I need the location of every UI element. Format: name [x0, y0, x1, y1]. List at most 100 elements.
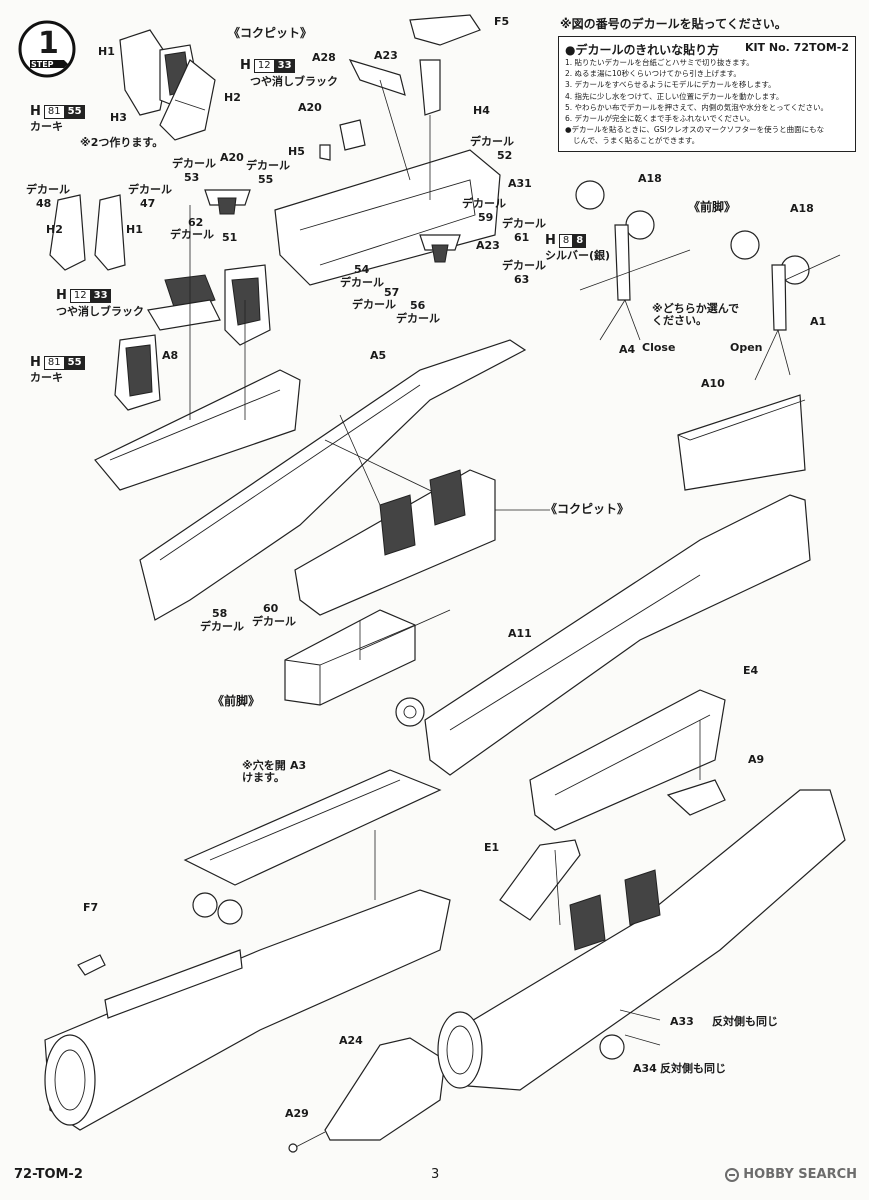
cockpit-assembled	[294, 469, 496, 616]
part-a9	[666, 779, 726, 816]
watermark-text: HOBBY SEARCH	[743, 1167, 857, 1182]
decal-number: 53	[184, 171, 200, 184]
step-label: STEP	[31, 60, 54, 69]
decal-step: 3. デカールをすべらせるようにモデルにデカールを移します。	[565, 80, 776, 90]
part-label: E1	[484, 841, 500, 854]
paint-callout-flat-black: H 12 33	[56, 288, 111, 303]
watermark: HOBBY SEARCH	[725, 1167, 857, 1182]
paint-callout-flat-black: H 12 33	[240, 58, 295, 73]
part-label: H5	[288, 145, 305, 158]
part-label: A23	[476, 239, 500, 252]
label-close: Close	[642, 341, 676, 354]
gear-bay-box	[677, 394, 806, 491]
step-circle-icon	[18, 20, 76, 78]
decal-label: デカール	[170, 228, 214, 241]
paint-num: 33	[90, 288, 111, 303]
part-label: H4	[473, 104, 490, 117]
decal-notice-heading: ※図の番号のデカールを貼ってください。	[560, 17, 787, 31]
nose-gear-right	[575, 180, 841, 381]
canopy-e4	[529, 689, 726, 831]
decal-number: 52	[497, 149, 513, 162]
paint-box: 81	[43, 355, 65, 370]
part-label: A24	[339, 1034, 363, 1047]
paint-name: つや消しブラック	[56, 305, 144, 318]
decal-number: 62	[188, 216, 204, 229]
decal-label: デカール	[26, 183, 70, 196]
decal-number: 48	[36, 197, 52, 210]
cockpit-tub-left	[94, 369, 301, 491]
decal-step: じんで、うまく貼ることができます。	[573, 136, 700, 146]
part-label: A1	[810, 315, 827, 328]
part-label: H2	[224, 91, 241, 104]
decal-step: ●デカールを貼るときに、GSIクレオスのマークソフターを使うと曲面にもな	[565, 125, 825, 135]
part-label: H2	[46, 223, 63, 236]
part-label: A29	[285, 1107, 309, 1120]
fuselage-nose	[139, 339, 527, 621]
decal-step: 2. ぬるま湯に10秒くらいつけてから引き上げます。	[565, 69, 741, 79]
ejection-seat-top	[119, 29, 216, 141]
part-label: A9	[748, 753, 765, 766]
floor-panel-a3	[183, 769, 442, 886]
decal-number: 61	[514, 231, 530, 244]
fuselage-center	[424, 494, 811, 776]
paint-code: H	[30, 355, 41, 370]
paint-name: つや消しブラック	[250, 75, 338, 88]
decal-label: デカール	[172, 157, 216, 170]
decal-number: 60	[263, 602, 279, 615]
cockpit-tub-top	[274, 14, 501, 286]
decal-number: 55	[258, 173, 274, 186]
nose-gear-bay	[284, 609, 451, 727]
part-label: A18	[790, 202, 814, 215]
paint-name: シルバー(銀)	[545, 249, 611, 262]
decal-label: デカール	[470, 135, 514, 148]
paint-box: 12	[69, 288, 91, 303]
part-label: E4	[743, 664, 759, 677]
decal-label: デカール	[128, 183, 172, 196]
decal-label: デカール	[396, 312, 440, 325]
paint-code: H	[240, 58, 251, 73]
decal-label: デカール	[502, 217, 546, 230]
step-badge: 1 STEP	[18, 20, 76, 78]
part-label: A20	[298, 101, 322, 114]
note-choose-one: ※どちらか選んで ください。	[652, 302, 740, 327]
label-open: Open	[730, 341, 763, 354]
paint-code: H	[56, 288, 67, 303]
part-label: F5	[494, 15, 510, 28]
paint-num: 33	[274, 58, 295, 73]
paint-box: 8	[558, 233, 574, 248]
decal-number: 54	[354, 263, 370, 276]
paint-num: 55	[64, 355, 85, 370]
part-label: H3	[110, 111, 127, 124]
decal-step: 6. デカールが完全に乾くまで手をふれないでください。	[565, 114, 755, 124]
leader-lines	[189, 205, 701, 1046]
nose-cone	[288, 1037, 446, 1153]
note-opposite-a34: 反対側も同じ	[660, 1062, 726, 1075]
page-number: 3	[431, 1167, 440, 1182]
part-label: A23	[374, 49, 398, 62]
part-label: A18	[638, 172, 662, 185]
fuselage-right-assembly	[437, 789, 846, 1091]
paint-box: 12	[253, 58, 275, 73]
paint-name: カーキ	[30, 371, 63, 384]
decal-label: デカール	[340, 276, 384, 289]
part-label: H1	[126, 223, 143, 236]
part-f7	[77, 954, 106, 976]
part-label: A5	[370, 349, 387, 362]
part-label: A10	[701, 377, 725, 390]
part-label: A20	[220, 151, 244, 164]
paint-num: 55	[64, 104, 85, 119]
decal-instructions-box: ●デカールのきれいな貼り方 KIT No. 72TOM-2 1. 貼りたいデカー…	[558, 36, 856, 152]
decal-label: デカール	[462, 197, 506, 210]
part-label: H1	[98, 45, 115, 58]
decal-number: 63	[514, 273, 530, 286]
paint-box: 81	[43, 104, 65, 119]
decal-number: 47	[140, 197, 156, 210]
paint-callout-khaki: H 81 55	[30, 104, 85, 119]
paint-num: 8	[573, 233, 587, 248]
decal-label: デカール	[252, 615, 296, 628]
paint-callout-khaki: H 81 55	[30, 355, 85, 370]
part-label: F7	[83, 901, 99, 914]
decal-label: デカール	[200, 620, 244, 633]
paint-code: H	[545, 233, 556, 248]
